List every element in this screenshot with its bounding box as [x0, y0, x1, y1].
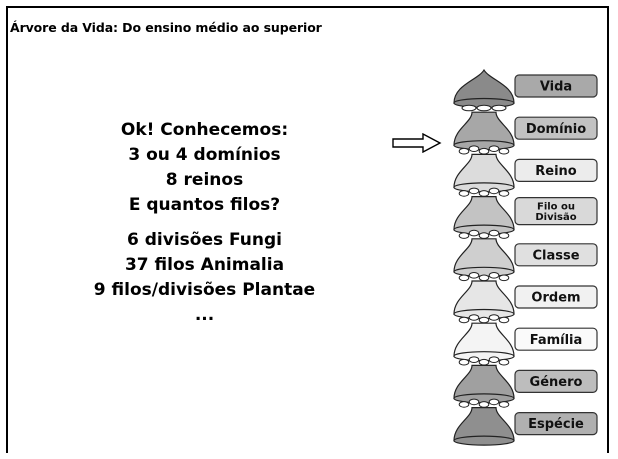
seed-circle	[488, 356, 500, 364]
seed-circle	[491, 104, 507, 112]
seed-circle	[461, 104, 477, 112]
rank-1: Vida	[453, 68, 598, 112]
seed-circle	[488, 272, 500, 279]
seed-circle	[498, 232, 510, 239]
seed-circle	[488, 229, 500, 237]
rank-label-box	[514, 197, 598, 226]
seed-circle	[458, 147, 470, 155]
text-line-8: ...	[194, 304, 215, 325]
seed-circle	[498, 316, 510, 324]
rank-label-text: Reino	[535, 164, 577, 179]
seed-circle	[488, 187, 500, 195]
rank-label-text: Vida	[540, 80, 572, 95]
seed-circle	[458, 358, 470, 366]
bulb-shape	[453, 111, 515, 146]
rank-label-box	[514, 369, 598, 393]
seed-circle	[458, 316, 470, 324]
seed-circle	[478, 232, 490, 239]
rank-label-text: Filo ou	[537, 202, 575, 213]
bulb-shape	[453, 280, 515, 315]
rank-label-text: Família	[530, 333, 583, 348]
bulb-shape	[453, 238, 515, 273]
rank-label-text: Classe	[532, 248, 579, 263]
rank-label-box	[514, 158, 598, 182]
seed-circle	[498, 358, 510, 366]
bulb-shape	[453, 68, 515, 104]
seed-circle	[478, 316, 490, 324]
seed-circle	[468, 187, 480, 195]
rank-8: Género	[453, 364, 598, 408]
seed-circle	[468, 272, 480, 279]
rank-label-box	[514, 74, 598, 98]
rank-label-text: Espécie	[528, 417, 584, 432]
bulb-shape	[453, 153, 515, 188]
seed-circle	[478, 190, 490, 197]
rank-label-box	[514, 285, 598, 309]
text-line-1: Ok! Conhecemos:	[120, 120, 289, 140]
seed-circle	[468, 356, 480, 364]
seed-circle	[468, 398, 480, 406]
rank-9: Espécie	[453, 407, 598, 446]
seed-circle	[476, 104, 492, 112]
seed-circle	[488, 314, 500, 321]
seed-circle	[478, 401, 490, 408]
slide-title: Árvore da Vida: Do ensino médio ao super…	[10, 20, 322, 35]
rank-label-box	[514, 243, 598, 267]
seed-circle	[458, 190, 470, 197]
text-line-5: 6 divisões Fungi	[127, 229, 282, 250]
bulb-shape	[453, 364, 515, 399]
rank-label-text: Divisão	[535, 212, 576, 223]
seed-circle	[458, 401, 470, 408]
text-line-4: E quantos filos?	[128, 194, 281, 215]
rank-label-box	[514, 412, 598, 436]
bulb-shape	[453, 196, 515, 231]
text-line-7: 9 filos/divisões Plantae	[93, 279, 316, 300]
bulb-base	[453, 435, 515, 446]
text-line-3: 8 reinos	[165, 169, 244, 190]
seed-circle	[498, 190, 510, 197]
seed-circle	[468, 145, 480, 152]
seed-circle	[488, 398, 500, 406]
seed-circle	[478, 274, 490, 282]
text-line-2: 3 ou 4 domínios	[128, 144, 281, 165]
rank-label-text: Género	[530, 375, 583, 390]
seed-circle	[498, 147, 510, 155]
bulb-shape	[453, 407, 515, 442]
seed-circle	[478, 358, 490, 366]
rank-7: Família	[453, 322, 598, 366]
rank-label-box	[514, 327, 598, 351]
seed-circle	[458, 232, 470, 239]
rank-label-text: Ordem	[531, 291, 580, 306]
main-text: Ok! Conhecemos: 3 ou 4 domínios 8 reinos…	[72, 118, 337, 328]
arrow-right-icon	[392, 132, 442, 157]
seed-circle	[468, 314, 480, 321]
rank-label-box	[514, 116, 598, 140]
bulb-shape	[453, 322, 515, 357]
rank-3: Reino	[453, 153, 598, 197]
text-line-6: 37 filos Animalia	[124, 254, 285, 275]
seed-circle	[458, 274, 470, 282]
seed-circle	[478, 147, 490, 155]
seed-circle	[498, 274, 510, 282]
rank-6: Ordem	[453, 280, 598, 324]
seed-circle	[488, 145, 500, 152]
seed-circle	[468, 229, 480, 237]
rank-5: Classe	[453, 238, 598, 282]
seed-circle	[498, 401, 510, 408]
rank-label-text: Domínio	[526, 122, 586, 137]
rank-2: Domínio	[453, 111, 598, 155]
